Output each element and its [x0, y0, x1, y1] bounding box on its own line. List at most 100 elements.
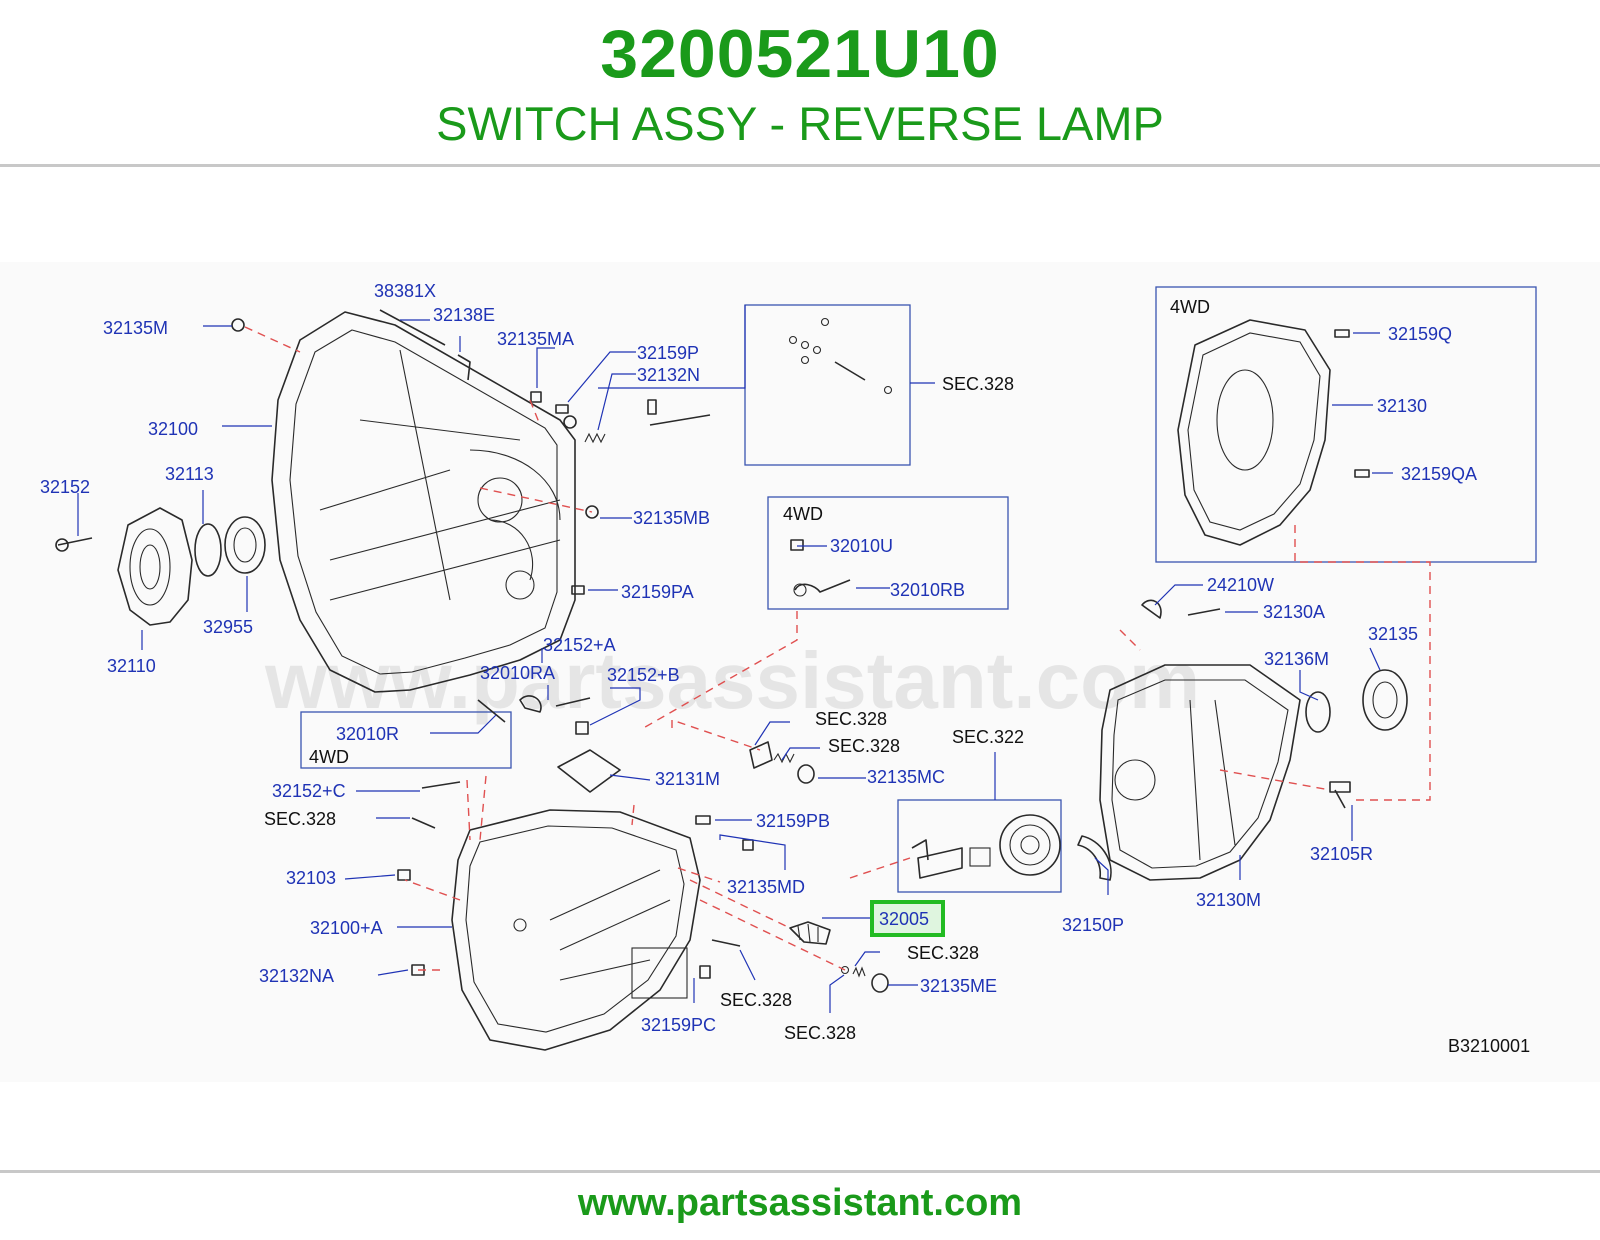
label-32159PA[interactable]: 32159PA [621, 582, 694, 602]
assembly-lines [244, 326, 1431, 971]
label-32110[interactable]: 32110 [107, 656, 156, 676]
part-number-title: 3200521U10 [600, 16, 1000, 92]
bracket-32010R [477, 699, 506, 723]
transfer-adapter-case [1177, 319, 1331, 546]
bolt-32130A [1187, 608, 1221, 616]
plug-32135MB [585, 505, 599, 519]
sec322-box [897, 799, 1062, 893]
section-ref[interactable]: SEC.328 [907, 943, 979, 963]
label-32152[interactable]: 32152 [40, 477, 90, 497]
bracket-32010RB [794, 579, 851, 593]
bearing-32135 [1362, 669, 1408, 731]
label-32130[interactable]: 32130 [1377, 396, 1427, 416]
plug-32135MC [797, 764, 815, 784]
label-32100-A[interactable]: 32100+A [310, 918, 383, 938]
label-32159P[interactable]: 32159P [637, 343, 699, 363]
section-ref[interactable]: SEC.322 [952, 727, 1024, 747]
label-32130M[interactable]: 32130M [1196, 890, 1261, 910]
label-32005-highlighted[interactable]: 32005 [879, 909, 929, 929]
box-4wd-middle [767, 496, 1009, 610]
seal-32136M [1305, 691, 1331, 733]
shift-rod-parts [647, 317, 893, 426]
leader-lines [77, 305, 1393, 1013]
label-32105R[interactable]: 32105R [1310, 844, 1373, 864]
parts-diagram: www.partsassistant.com [0, 262, 1600, 1082]
section-ref[interactable]: SEC.328 [828, 736, 900, 756]
label-32010RA[interactable]: 32010RA [480, 663, 555, 683]
label-32131M[interactable]: 32131M [655, 769, 720, 789]
bolt-32152-A [555, 697, 591, 707]
section-ref[interactable]: SEC.328 [815, 709, 887, 729]
watermark: www.partsassistant.com [264, 636, 1200, 725]
reverse-lamp-switch-32005 [789, 921, 831, 945]
label-32159QA[interactable]: 32159QA [1401, 464, 1477, 484]
plug-32103 [397, 869, 411, 881]
box-4wd-lower-left [300, 711, 512, 769]
bearing-32955 [224, 516, 266, 574]
label-38381X[interactable]: 38381X [374, 281, 436, 301]
label-32132NA[interactable]: 32132NA [259, 966, 334, 986]
pin-32159P [555, 404, 569, 414]
bolt-32152-B [575, 721, 589, 735]
label-32135MC[interactable]: 32135MC [867, 767, 945, 787]
highlight-box-32005 [870, 900, 945, 937]
pin-32159QA [1354, 469, 1370, 478]
pin-32138E [457, 354, 471, 381]
label-32010U[interactable]: 32010U [830, 536, 893, 556]
bolt-32152 [57, 537, 93, 546]
label-32135ME[interactable]: 32135ME [920, 976, 997, 996]
section-ref[interactable]: SEC.328 [942, 374, 1014, 394]
spring-sec328 [852, 966, 866, 978]
label-32135MB[interactable]: 32135MB [633, 508, 710, 528]
label-32152-C[interactable]: 32152+C [272, 781, 346, 801]
plug-32135MD [742, 839, 754, 851]
label-32159Q[interactable]: 32159Q [1388, 324, 1452, 344]
bolt-sec328-lower [711, 939, 741, 947]
box-4wd-top-right-title: 4WD [1170, 297, 1210, 317]
label-32130A[interactable]: 32130A [1263, 602, 1325, 622]
bolt-32010U [790, 539, 804, 551]
label-32152-B[interactable]: 32152+B [607, 665, 680, 685]
label-32010RB[interactable]: 32010RB [890, 580, 965, 600]
plug-32135ME [871, 973, 889, 993]
label-32135[interactable]: 32135 [1368, 624, 1418, 644]
label-32136M[interactable]: 32136M [1264, 649, 1329, 669]
transmission-case-adapter [451, 809, 701, 1051]
label-32138E[interactable]: 32138E [433, 305, 495, 325]
pin-38381X [379, 309, 446, 346]
footer-url[interactable]: www.partsassistant.com [577, 1182, 1023, 1224]
box-4wd-middle-title: 4WD [783, 504, 823, 524]
section-ref[interactable]: SEC.328 [720, 990, 792, 1010]
pin-32159PC [699, 965, 711, 979]
header-divider [0, 164, 1600, 167]
bolt-sec328 [411, 817, 436, 829]
plug-32135MA [530, 391, 542, 403]
label-32135MA[interactable]: 32135MA [497, 329, 574, 349]
footer-divider [0, 1170, 1600, 1173]
label-32113[interactable]: 32113 [165, 464, 214, 484]
label-32132N[interactable]: 32132N [637, 365, 700, 385]
label-32159PB[interactable]: 32159PB [756, 811, 830, 831]
label-32159PC[interactable]: 32159PC [641, 1015, 716, 1035]
label-32152-A[interactable]: 32152+A [543, 635, 616, 655]
label-32103[interactable]: 32103 [286, 868, 336, 888]
part-name-subtitle: SWITCH ASSY - REVERSE LAMP [436, 97, 1164, 150]
pin-32159PB [695, 815, 711, 825]
section-ref[interactable]: SEC.328 [784, 1023, 856, 1043]
spring-32132N [584, 432, 606, 444]
label-32135MD[interactable]: 32135MD [727, 877, 805, 897]
transmission-case-front [271, 311, 576, 693]
diagram-svg: www.partsassistant.com [40, 281, 1537, 1056]
label-32010R[interactable]: 32010R [336, 724, 399, 744]
pin-32159PA [571, 585, 585, 595]
plug-32135M [231, 318, 245, 332]
box-4wd-lower-left-title: 4WD [309, 747, 349, 767]
section-ref[interactable]: SEC.328 [264, 809, 336, 829]
label-32150P[interactable]: 32150P [1062, 915, 1124, 935]
bolt-32105R [1334, 789, 1346, 809]
label-32100[interactable]: 32100 [148, 419, 198, 439]
label-32135M[interactable]: 32135M [103, 318, 168, 338]
label-24210W[interactable]: 24210W [1207, 575, 1274, 595]
label-32955[interactable]: 32955 [203, 617, 253, 637]
front-cover-32110 [117, 507, 193, 626]
